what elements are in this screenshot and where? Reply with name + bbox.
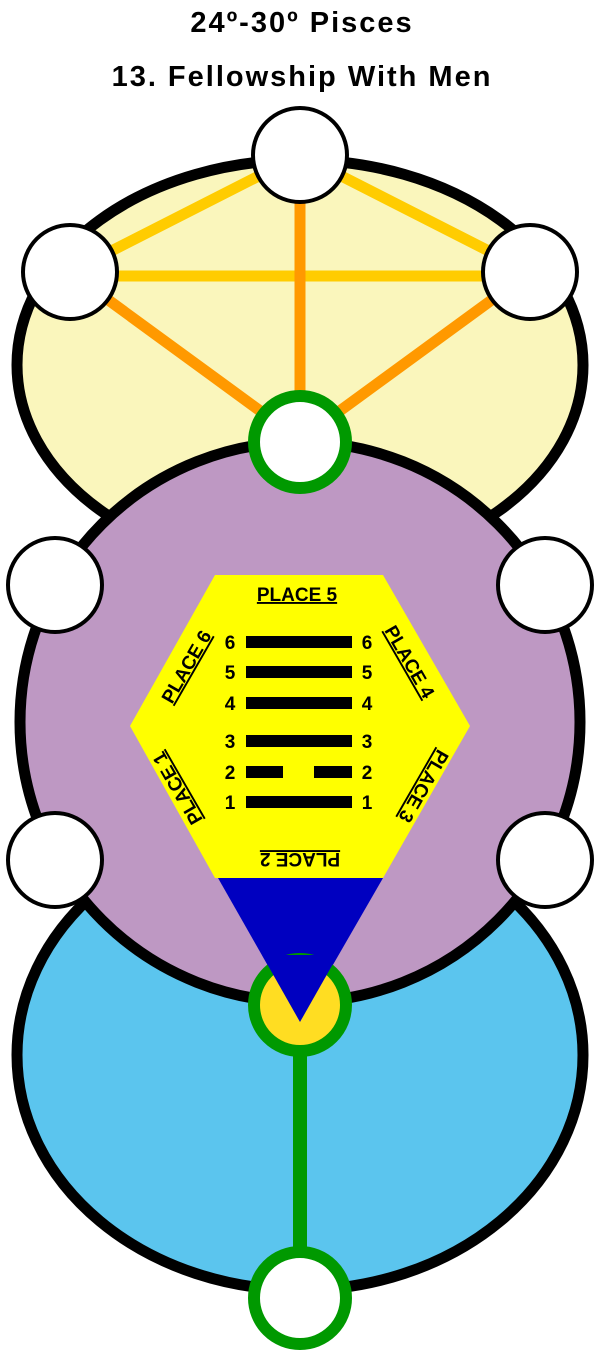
node-upper-right <box>481 223 579 321</box>
line-number-left: 4 <box>225 694 236 715</box>
node-upper-left <box>21 223 119 321</box>
line-number-right: 1 <box>362 793 373 814</box>
hexagon <box>130 575 470 878</box>
node-bottom <box>248 1246 352 1350</box>
place-2-label: PLACE 2 <box>260 848 340 869</box>
hexagram-line-4-yang <box>246 697 352 709</box>
node-low-left <box>6 811 104 909</box>
hexagram-line-2-yin <box>246 766 283 778</box>
line-number-right: 3 <box>362 732 373 753</box>
hexagram-line-5-yang <box>246 666 352 678</box>
node-low-right <box>496 811 594 909</box>
line-number-right: 4 <box>362 694 373 715</box>
hexagram-line-3-yang <box>246 735 352 747</box>
line-number-left: 6 <box>225 633 236 654</box>
hexagram-line-2-yin <box>314 766 352 778</box>
node-center-upper <box>248 390 352 494</box>
line-number-right: 2 <box>362 763 373 784</box>
title-hexagram: 13. Fellowship With Men <box>112 61 493 93</box>
line-number-left: 5 <box>225 663 236 684</box>
place-5-label: PLACE 5 <box>257 585 338 606</box>
line-number-left: 2 <box>225 763 236 784</box>
title-degrees: 24º-30º Pisces <box>190 7 413 39</box>
hexagram-lines: 6 6 5 5 4 4 3 3 2 2 1 1 <box>225 633 373 814</box>
node-top <box>251 106 349 204</box>
hexagram-line-1-yang <box>246 796 352 808</box>
line-number-right: 5 <box>362 663 373 684</box>
node-mid-left <box>6 536 104 634</box>
node-mid-right <box>496 536 594 634</box>
line-number-left: 3 <box>225 732 236 753</box>
line-number-left: 1 <box>225 793 236 814</box>
blue-triangle <box>218 878 383 1022</box>
line-number-right: 6 <box>362 633 373 654</box>
hexagram-line-6-yang <box>246 636 352 648</box>
blue-triangle-tip <box>262 955 338 1022</box>
